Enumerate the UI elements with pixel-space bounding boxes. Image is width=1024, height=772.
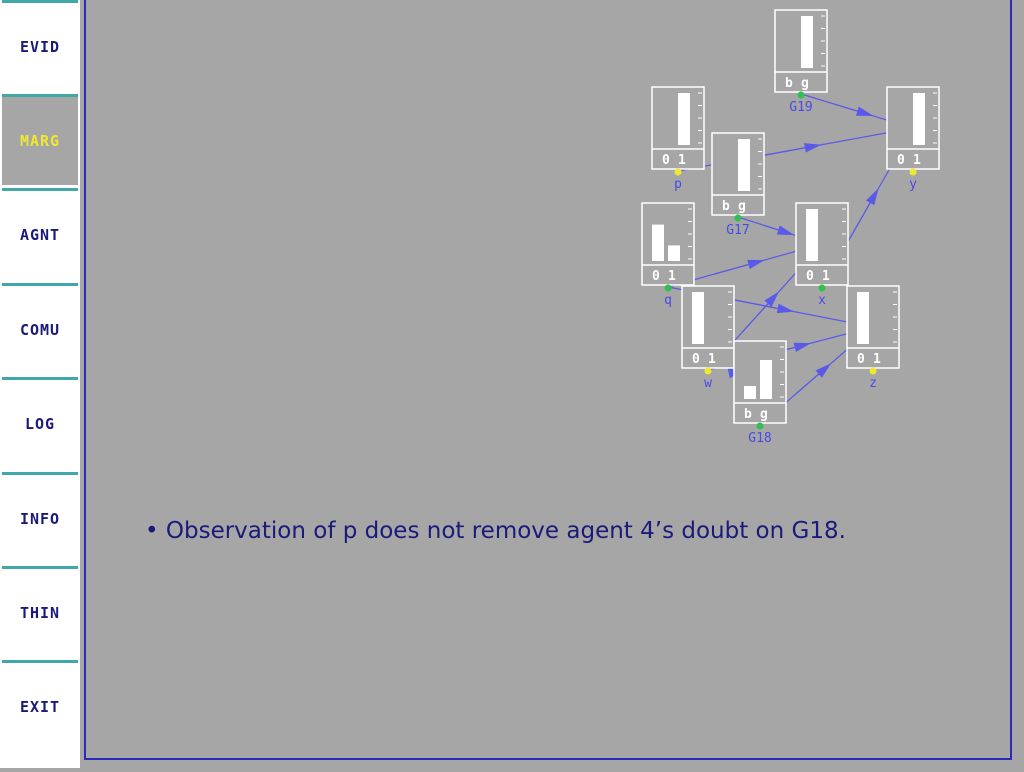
evid-button[interactable]: EVID (2, 0, 78, 91)
bar-g (738, 139, 750, 191)
node-label: x (818, 293, 826, 308)
bar-1 (678, 93, 690, 145)
status-dot-icon (869, 367, 877, 375)
state-label: g (738, 199, 746, 214)
state-label: 1 (708, 352, 716, 367)
bar-0 (806, 209, 818, 261)
state-label: g (760, 407, 768, 422)
state-label: b (785, 76, 793, 91)
node-label: q (664, 293, 672, 308)
node-box (681, 285, 735, 369)
thin-button[interactable]: THIN (2, 566, 78, 657)
node-label: G19 (789, 100, 812, 115)
node-label: G17 (726, 223, 749, 238)
node-box (846, 285, 900, 369)
bar-0 (857, 292, 869, 344)
bar-b (744, 386, 756, 399)
status-dot-icon (704, 367, 712, 375)
status-dot-icon (674, 168, 682, 176)
log-button[interactable]: LOG (2, 377, 78, 468)
node-label: z (869, 376, 877, 391)
state-label: 1 (822, 269, 830, 284)
node-label: w (704, 376, 712, 391)
state-label: 0 (652, 269, 660, 284)
status-dot-icon (797, 91, 805, 99)
node-label: y (909, 177, 917, 192)
state-label: b (744, 407, 752, 422)
bar-1 (913, 93, 925, 145)
state-label: 1 (873, 352, 881, 367)
state-label: 0 (662, 153, 670, 168)
state-label: 0 (897, 153, 905, 168)
main-panel (84, 0, 1012, 760)
status-dot-icon (664, 284, 672, 292)
bar-g (801, 16, 813, 68)
exit-button[interactable]: EXIT (2, 660, 78, 751)
state-label: 0 (692, 352, 700, 367)
status-dot-icon (818, 284, 826, 292)
comu-button[interactable]: COMU (2, 283, 78, 374)
state-label: 1 (913, 153, 921, 168)
status-dot-icon (909, 168, 917, 176)
bar-0 (692, 292, 704, 344)
bar-g (760, 360, 772, 399)
node-box (795, 202, 849, 286)
state-label: b (722, 199, 730, 214)
status-dot-icon (756, 422, 764, 430)
agnt-button[interactable]: AGNT (2, 188, 78, 279)
bar-1 (668, 245, 680, 261)
state-label: g (801, 76, 809, 91)
status-dot-icon (734, 214, 742, 222)
state-label: 1 (668, 269, 676, 284)
bar-0 (652, 224, 664, 261)
node-box (641, 202, 695, 286)
node-label: G18 (748, 431, 771, 446)
marg-button[interactable]: MARG (2, 94, 78, 185)
state-label: 1 (678, 153, 686, 168)
sidebar: EVID MARG AGNT COMU LOG INFO THIN EXIT (0, 0, 80, 768)
observation-text: • Observation of p does not remove agent… (145, 518, 846, 544)
info-button[interactable]: INFO (2, 472, 78, 563)
state-label: 0 (806, 269, 814, 284)
node-label: p (674, 177, 682, 192)
state-label: 0 (857, 352, 865, 367)
